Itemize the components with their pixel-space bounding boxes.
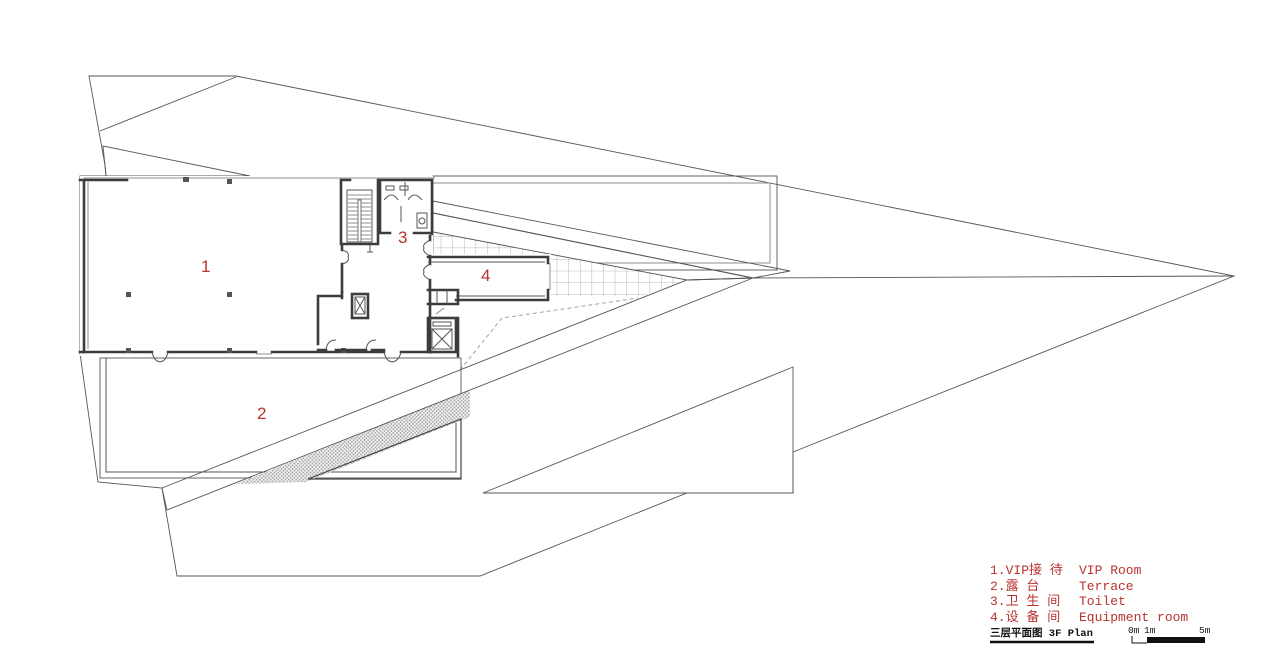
stair [339, 178, 380, 253]
building [78, 176, 551, 363]
shaft-icon [350, 292, 370, 320]
legend-item-3-en: Toilet [1079, 594, 1126, 609]
legend-item-2-zh: 2.露 台 [990, 579, 1039, 594]
terrace-triangle-cutout [307, 418, 462, 480]
room-labels: 1 2 3 4 [201, 226, 490, 423]
scale-label-0m: 0m [1128, 625, 1140, 636]
wing-divider-line [752, 275, 1235, 279]
scale-label-5m: 5m [1199, 625, 1211, 636]
legend-item-1-zh: 1.VIP接 待 [990, 562, 1063, 578]
lower-wing-triangle [482, 366, 794, 494]
plan-title: 三层平面图 3F Plan [990, 627, 1093, 640]
toilet [378, 178, 434, 236]
legend-item-3-zh: 3.卫 生 间 [990, 594, 1060, 609]
scale-bar: 0m 1m 5m [1128, 625, 1211, 644]
room-label-vip: 1 [201, 257, 210, 276]
top-left-slope-hatch [102, 145, 251, 177]
service-rooms [316, 288, 460, 358]
legend-item-4-en: Equipment room [1079, 610, 1188, 625]
roof-outline-dashed [459, 297, 639, 371]
elevator-icon [426, 316, 458, 354]
legend: 1.VIP接 待 VIP Room 2.露 台 Terrace 3.卫 生 间 … [990, 562, 1211, 644]
lower-terrace [99, 277, 754, 511]
roof-ridge-line [99, 76, 237, 132]
equipment-room [426, 255, 551, 302]
lobby-walls [340, 234, 432, 354]
room-label-equipment: 4 [481, 266, 490, 285]
legend-item-4-zh: 4.设 备 间 [990, 609, 1060, 625]
room-label-toilet: 3 [398, 228, 407, 247]
scale-label-1m: 1m [1144, 625, 1156, 636]
room-label-terrace: 2 [257, 404, 266, 423]
legend-item-2-en: Terrace [1079, 579, 1134, 594]
legend-item-1-en: VIP Room [1079, 563, 1142, 578]
right-wing-lines [482, 275, 1235, 494]
